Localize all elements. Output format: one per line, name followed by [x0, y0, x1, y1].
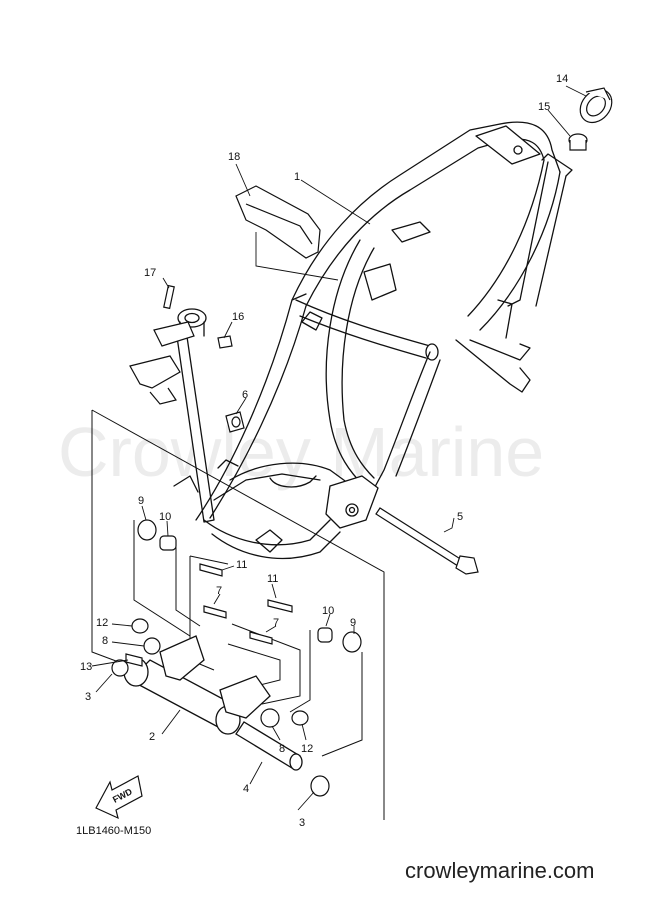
part-10-bushing-right	[317, 627, 333, 643]
callout-11-right: 11	[267, 573, 278, 585]
callout-7-left: 7	[216, 585, 222, 597]
callout-17: 17	[144, 267, 156, 279]
part-11-bolt-right	[267, 599, 293, 613]
part-2-link-arm[interactable]	[123, 635, 271, 735]
part-8-nut-left	[143, 637, 161, 655]
part-12-nut-right	[291, 710, 309, 726]
callout-12-left: 12	[96, 617, 108, 629]
callout-numbers: 1 2 3 3 4 5 6 7 7 8 8 9 9 10 10 11 11 12…	[80, 73, 568, 829]
callout-9-left: 9	[138, 495, 144, 507]
callout-3-left: 3	[85, 691, 91, 703]
part-4-collar[interactable]	[235, 721, 303, 771]
callout-5: 5	[457, 511, 463, 523]
callout-8-right: 8	[279, 743, 285, 755]
part-9-bushing-right	[342, 631, 362, 653]
bushings-and-nuts[interactable]	[111, 519, 362, 797]
callout-16: 16	[232, 311, 244, 323]
callout-9-right: 9	[350, 617, 356, 629]
callout-3-right: 3	[299, 817, 305, 829]
callout-14: 14	[556, 73, 568, 85]
part-7-bolt-right	[249, 631, 273, 645]
part-3-bushing-left	[111, 659, 129, 677]
callout-10-left: 10	[159, 511, 171, 523]
fwd-arrow-icon: FWD	[95, 775, 143, 820]
part-6-nut[interactable]	[225, 411, 245, 433]
part-10-bushing-left	[159, 535, 177, 551]
part-12-nut-left	[131, 618, 149, 634]
part-13-bolt	[125, 653, 143, 667]
callout-11-left: 11	[236, 559, 247, 571]
frame-assembly[interactable]	[173, 121, 573, 559]
callout-13: 13	[80, 661, 92, 673]
callout-1: 1	[294, 171, 300, 183]
steering-stem-brackets[interactable]	[129, 284, 233, 405]
callout-8-left: 8	[102, 635, 108, 647]
diagram-code: 1LB1460-M150	[76, 825, 151, 837]
part-5-long-bolt[interactable]	[375, 507, 479, 575]
callout-6: 6	[242, 389, 248, 401]
callout-leaders	[91, 85, 587, 811]
part-8-nut-right	[260, 708, 280, 728]
part-14-15-cap[interactable]	[568, 83, 618, 151]
callout-7-right: 7	[273, 617, 279, 629]
callout-10-right: 10	[322, 605, 334, 617]
part-3-bushing-right	[310, 775, 330, 797]
callout-4: 4	[243, 783, 249, 795]
part-11-bolt-left	[199, 563, 223, 577]
link-group-outlines	[91, 409, 385, 820]
part-9-bushing-left	[137, 519, 157, 541]
part-18-cover[interactable]	[235, 185, 321, 259]
callout-15: 15	[538, 101, 550, 113]
part-7-bolt-left	[203, 605, 227, 619]
callout-12-right: 12	[301, 743, 313, 755]
watermark-text: Crowley Marine	[58, 413, 544, 491]
callout-18: 18	[228, 151, 240, 163]
callout-2: 2	[149, 731, 155, 743]
footer-site-name: crowleymarine.com	[405, 858, 595, 883]
